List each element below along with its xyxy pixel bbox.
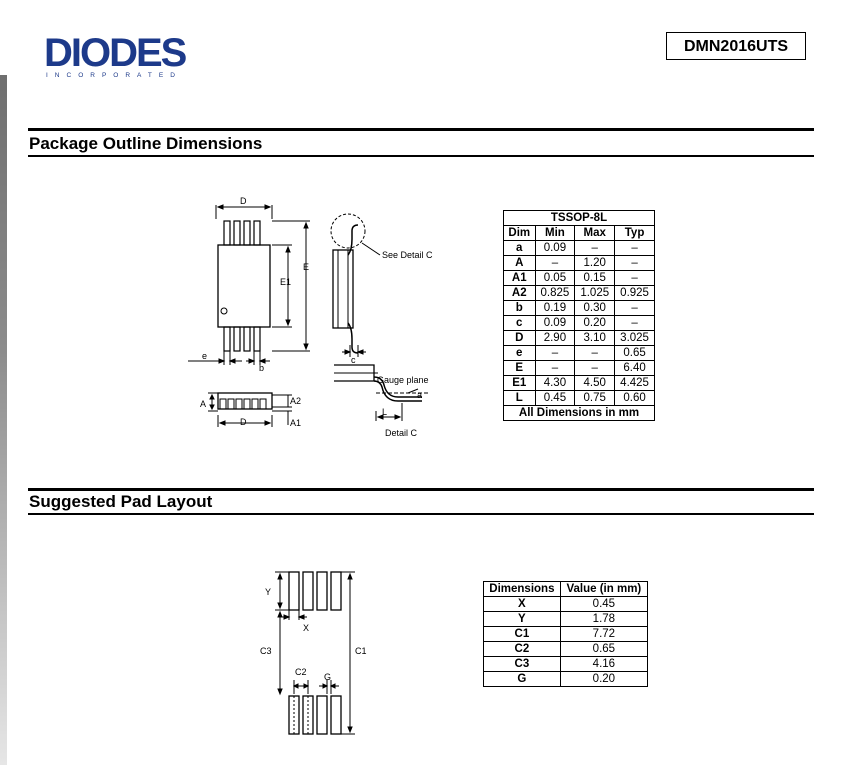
label-detail: Detail C [385,428,418,438]
dimensions-table-title: TSSOP-8L [503,210,655,226]
label-e: e [202,351,207,361]
label-A: A [200,399,206,409]
label-C1: C1 [355,646,367,656]
section-title-outline: Package Outline Dimensions [29,134,263,153]
package-outline-drawing: D E1 E e b See Detail C c A A2 A1 D [188,196,433,438]
label-A2: A2 [290,396,301,406]
label-a: a [417,390,422,400]
section-rule-top [28,128,814,131]
diodes-logo: DIODES INCORPORATED [44,32,189,79]
label-c: c [351,355,356,365]
label-G: G [324,672,331,682]
label-C2: C2 [295,667,307,677]
label-D: D [240,196,247,206]
section-rule-top [28,488,814,491]
label-A1: A1 [290,418,301,428]
pad-layout-drawing: Y X C3 C1 C2 G [260,571,367,735]
label-X: X [303,623,309,633]
table-row: E––6.40 [503,360,655,376]
table-row: e––0.65 [503,345,655,361]
section-rule-bottom [28,513,814,515]
dimensions-table-header: Dim Min Max Typ [503,225,655,241]
pad-table-header: Dimensions Value (in mm) [483,581,649,597]
left-edge-bar [0,75,7,765]
label-gauge: Gauge plane [377,375,429,385]
dimensions-table-footer: All Dimensions in mm [503,405,655,421]
label-L: L [382,407,387,417]
label-C3: C3 [260,646,272,656]
label-E1: E1 [280,277,291,287]
label-D2: D [240,417,247,427]
label-E: E [303,262,309,272]
logo-subtext: INCORPORATED [46,72,182,79]
logo-text: DIODES [44,32,187,75]
part-number: DMN2016UTS [666,32,806,60]
label-see-detail: See Detail C [382,250,433,260]
label-Y: Y [265,587,271,597]
label-b: b [259,363,264,373]
table-row: A–1.20– [503,255,655,271]
section-title-pad: Suggested Pad Layout [29,492,213,511]
section-rule-bottom [28,155,814,157]
